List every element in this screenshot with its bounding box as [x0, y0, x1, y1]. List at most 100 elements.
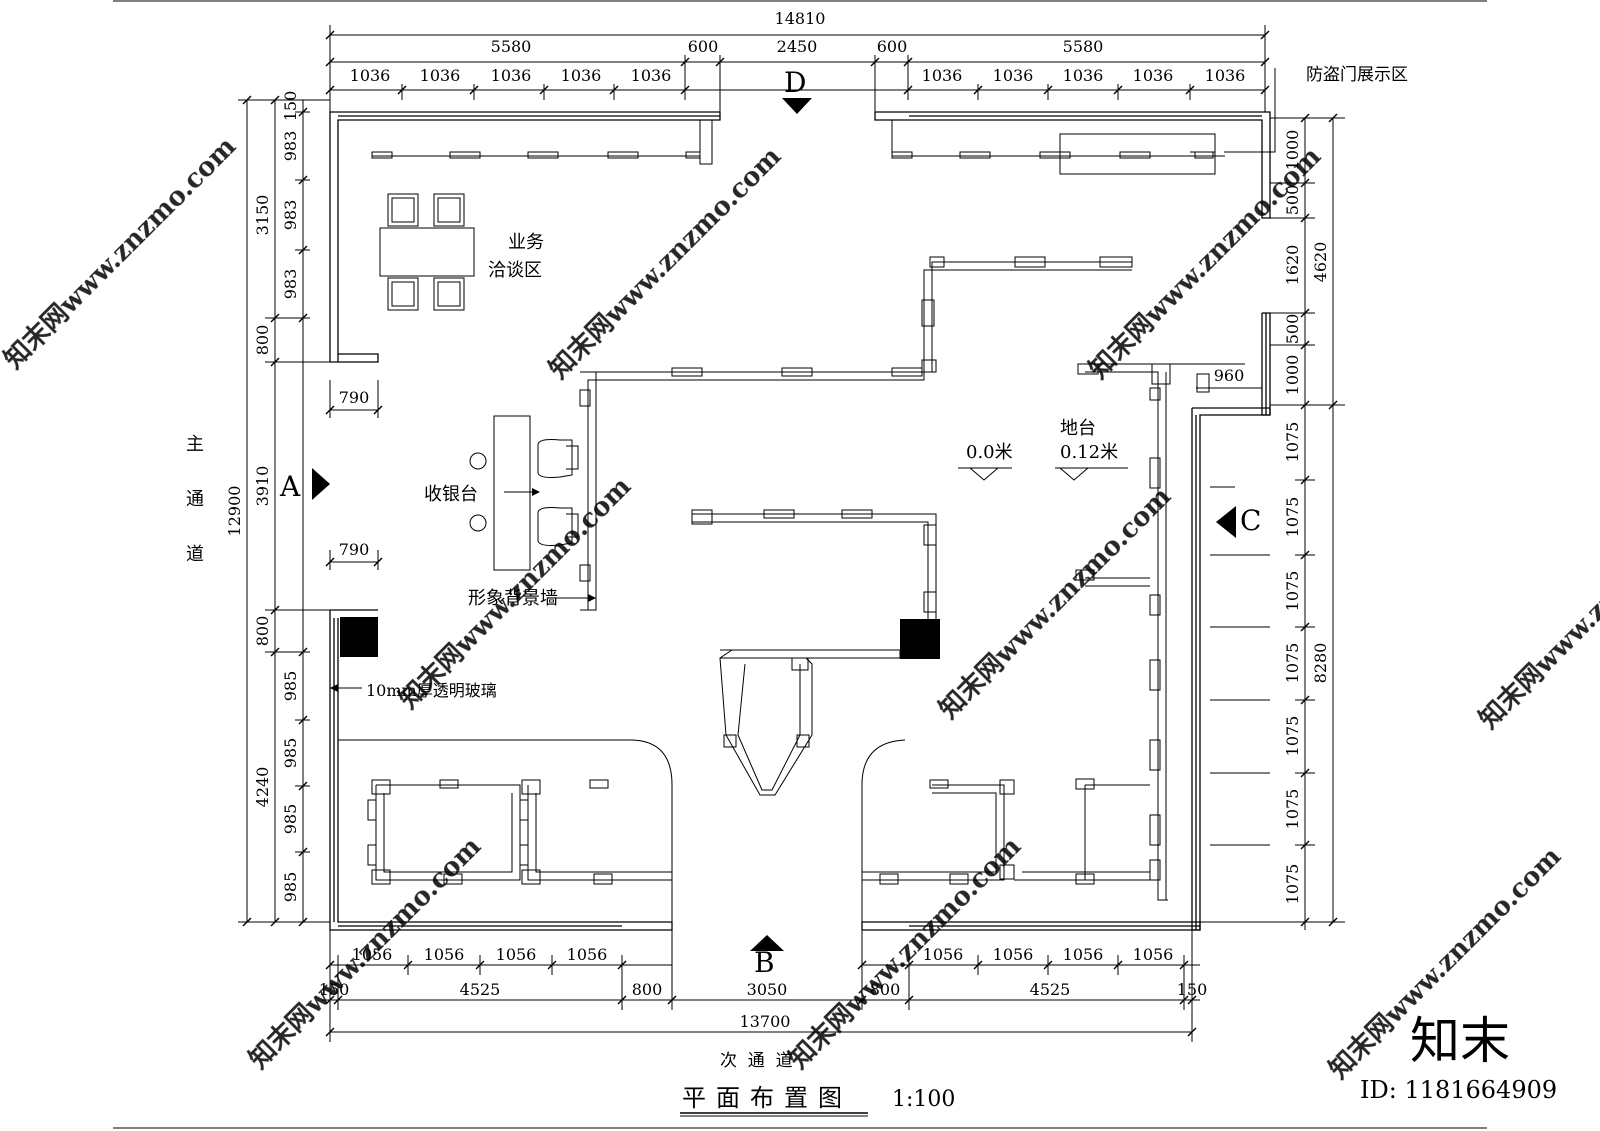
dim-right-part: 1000 [1283, 130, 1302, 171]
leader-lines [338, 68, 1276, 689]
dim-left-800-top: 800 [253, 325, 272, 356]
dim-top-right-gap: 600 [877, 37, 908, 56]
section-marker-d: D [784, 66, 806, 99]
dim-left-part: 985 [281, 671, 300, 702]
dim-left-part: 985 [281, 804, 300, 835]
dim-bay: 1036 [631, 66, 672, 85]
room-labels: 业务 洽谈区 收银台 形象背景墙 10mm厚透明玻璃 防盗门展示区 地台 0.0… [186, 65, 1408, 1071]
dim-right-part: 1075 [1283, 497, 1302, 538]
dim-bay: 1036 [561, 66, 602, 85]
arrowheads [330, 488, 596, 692]
stool [469, 452, 487, 470]
cashier-desk-set [469, 415, 579, 571]
label-business-area-line2: 洽谈区 [488, 260, 542, 281]
column [340, 617, 378, 657]
dim-bottom-bay: 1056 [1133, 945, 1174, 964]
dim-right-part: 500 [1283, 185, 1302, 216]
dim-right-part: 1075 [1283, 643, 1302, 684]
dim-left-part: 983 [281, 131, 300, 162]
dim-bottom-bay: 1056 [567, 945, 608, 964]
chair [433, 193, 465, 227]
dim-top-total: 14810 [775, 9, 826, 28]
dim-bottom-800-left: 800 [632, 980, 663, 999]
dimension-text-vertical: 12900 3150 800 3910 800 4240 150 983 983… [225, 91, 1330, 905]
watermark-text: 知末网www.znzmo.com [934, 482, 1177, 725]
dim-bottom-bay: 1056 [1063, 945, 1104, 964]
dim-bay: 1036 [1133, 66, 1174, 85]
dim-bay: 1036 [1205, 66, 1246, 85]
dim-right-part: 1000 [1283, 355, 1302, 396]
label-level-platform: 0.12米 [1060, 442, 1118, 463]
label-platform: 地台 [1060, 418, 1096, 439]
dim-bottom-150-left: 150 [319, 980, 350, 999]
dim-bottom-800-right: 800 [870, 980, 901, 999]
column [900, 619, 940, 659]
dim-bottom-3050: 3050 [747, 980, 788, 999]
meeting-table [379, 227, 475, 277]
dim-bottom-bay: 1056 [352, 945, 393, 964]
scale-text: 1:100 [892, 1087, 955, 1112]
watermark-text: 知末网www.znzmo.com [784, 832, 1027, 1075]
chair [387, 277, 419, 311]
watermark-layer: 知末网www.znzmo.com 知末网www.znzmo.com 知末网www… [0, 132, 1600, 1085]
section-marker-c: C [1240, 504, 1261, 537]
dim-bay: 1036 [491, 66, 532, 85]
label-glass: 10mm厚透明玻璃 [366, 681, 497, 700]
dim-left-800-bottom: 800 [253, 616, 272, 647]
dim-right-part: 1620 [1283, 245, 1302, 286]
dim-right-part: 500 [1283, 314, 1302, 345]
label-secondary-passage: 次 通 道 [720, 1051, 793, 1071]
dim-bottom-4525-left: 4525 [460, 980, 501, 999]
dim-right-part: 1075 [1283, 864, 1302, 905]
stool [469, 514, 487, 532]
label-image-wall: 形象背景墙 [468, 588, 558, 609]
section-markers: A B C D [279, 66, 1261, 979]
dim-bay: 1036 [350, 66, 391, 85]
dim-left-middle: 3910 [253, 466, 272, 507]
dimension-lines [238, 25, 1345, 1042]
dim-left-part: 985 [281, 738, 300, 769]
dim-right-part: 1075 [1283, 789, 1302, 830]
label-main-passage-3: 道 [186, 544, 204, 565]
watermark-text: 知末网www.znzmo.com [544, 142, 787, 385]
dim-right-upper-total: 4620 [1311, 242, 1330, 283]
office-chair [537, 439, 573, 478]
meeting-table-set [379, 193, 475, 311]
section-arrow-c-icon [1216, 506, 1236, 538]
dim-bottom-150-right: 150 [1177, 980, 1208, 999]
watermark-id: ID: 1181664909 [1360, 1076, 1557, 1104]
dim-bottom-bay: 1056 [424, 945, 465, 964]
door-display-box [1059, 133, 1216, 175]
dim-left-part: 983 [281, 269, 300, 300]
section-marker-a: A [279, 470, 301, 503]
dim-top-right-span: 5580 [1063, 37, 1104, 56]
dimension-text: 14810 5580 600 2450 600 5580 1036 1036 1… [319, 9, 1246, 1031]
section-arrow-a-icon [312, 468, 330, 500]
dim-bottom-bay: 1056 [993, 945, 1034, 964]
watermark-brand-block: 知末 ID: 1181664909 [1360, 1012, 1557, 1104]
chair [433, 277, 465, 311]
dim-bottom-4525-right: 4525 [1030, 980, 1071, 999]
dim-960: 960 [1214, 366, 1245, 385]
label-cashier: 收银台 [424, 484, 478, 505]
dim-left-part: 985 [281, 872, 300, 903]
dim-bottom-bay: 1056 [496, 945, 537, 964]
dim-bay: 1036 [420, 66, 461, 85]
dim-right-part: 1075 [1283, 716, 1302, 757]
title-text: 平面布置图 [682, 1084, 852, 1112]
dim-left-part: 983 [281, 200, 300, 231]
dim-left-total: 12900 [225, 486, 244, 537]
dimension-ticks [242, 30, 1338, 1037]
label-level-floor: 0.0米 [966, 442, 1013, 463]
label-main-passage-2: 通 [186, 489, 204, 510]
dim-bottom-total: 13700 [740, 1012, 791, 1031]
label-main-passage-1: 主 [186, 434, 204, 455]
dim-right-part: 1075 [1283, 422, 1302, 463]
watermark-text: 知末网www.znzmo.com [1474, 492, 1600, 735]
dim-right-lower-total: 8280 [1311, 643, 1330, 684]
drawing-title: 平面布置图 1:100 [680, 1084, 955, 1117]
dim-left-part: 150 [281, 91, 300, 122]
watermark-brand: 知末 [1410, 1012, 1510, 1070]
watermark-text: 知末网www.znzmo.com [0, 132, 242, 375]
